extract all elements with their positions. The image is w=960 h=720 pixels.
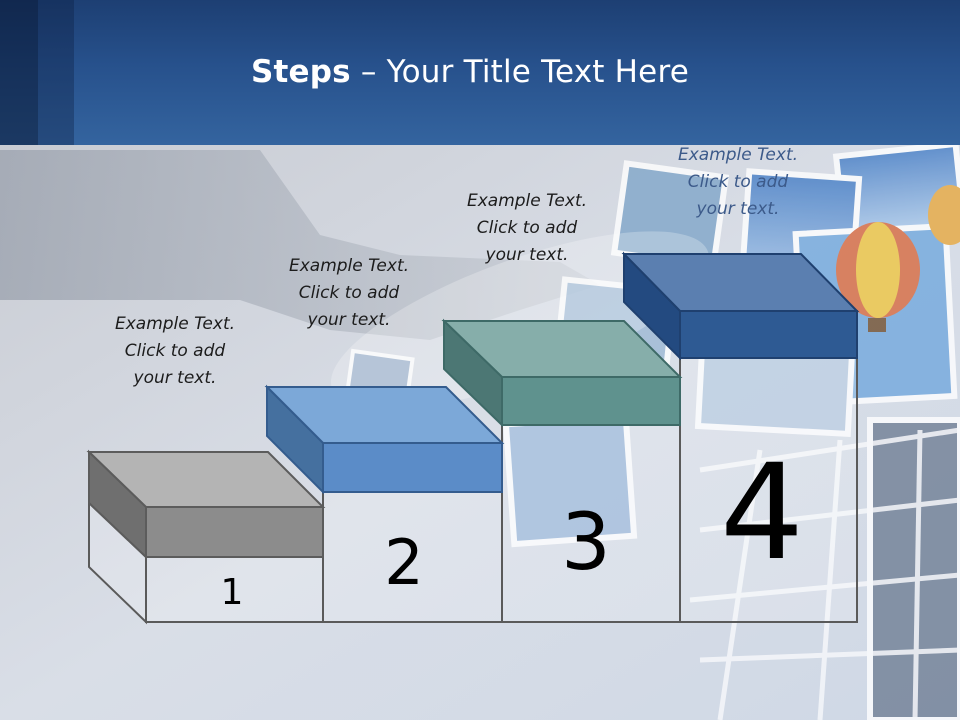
caption-line: your text. xyxy=(307,310,391,330)
banner-accent-strip-2 xyxy=(38,0,74,145)
step-4-caption[interactable]: Example Text. Click to add your text. xyxy=(643,142,833,223)
step-2-column xyxy=(322,489,503,623)
caption-line: your text. xyxy=(485,245,569,265)
step-4-column xyxy=(679,357,858,623)
caption-line: your text. xyxy=(133,368,217,388)
step-1-block[interactable] xyxy=(86,449,326,560)
step-1-column xyxy=(145,556,324,623)
caption-line: Example Text. xyxy=(288,256,410,276)
caption-line: Example Text. xyxy=(114,314,236,334)
caption-line: Example Text. xyxy=(466,191,588,211)
step-3-caption[interactable]: Example Text. Click to add your text. xyxy=(432,188,622,269)
step-2-caption[interactable]: Example Text. Click to add your text. xyxy=(254,253,444,334)
step-3-column xyxy=(501,424,681,623)
caption-line: your text. xyxy=(696,199,780,219)
title-banner: Steps – Your Title Text Here xyxy=(0,0,960,145)
step-2-number: 2 xyxy=(384,526,423,599)
step-frames xyxy=(88,357,858,625)
step-1-number: 1 xyxy=(221,572,244,613)
background-photo xyxy=(0,145,960,720)
title-bold-part: Steps xyxy=(250,54,351,90)
step-4-number: 4 xyxy=(720,436,804,590)
step-2-block[interactable] xyxy=(264,384,505,495)
caption-line: Click to add xyxy=(298,283,400,303)
step-1-caption[interactable]: Example Text. Click to add your text. xyxy=(80,311,270,392)
caption-line: Click to add xyxy=(687,172,789,192)
step-3-number: 3 xyxy=(561,498,611,588)
caption-line: Click to add xyxy=(476,218,578,238)
caption-line: Click to add xyxy=(124,341,226,361)
step-4-block[interactable] xyxy=(621,251,860,361)
title-rest-part: – Your Title Text Here xyxy=(350,54,689,90)
slide-title[interactable]: Steps – Your Title Text Here xyxy=(0,54,940,90)
step-3-block[interactable] xyxy=(441,318,683,428)
caption-line: Example Text. xyxy=(677,145,799,165)
banner-accent-strip xyxy=(0,0,38,145)
